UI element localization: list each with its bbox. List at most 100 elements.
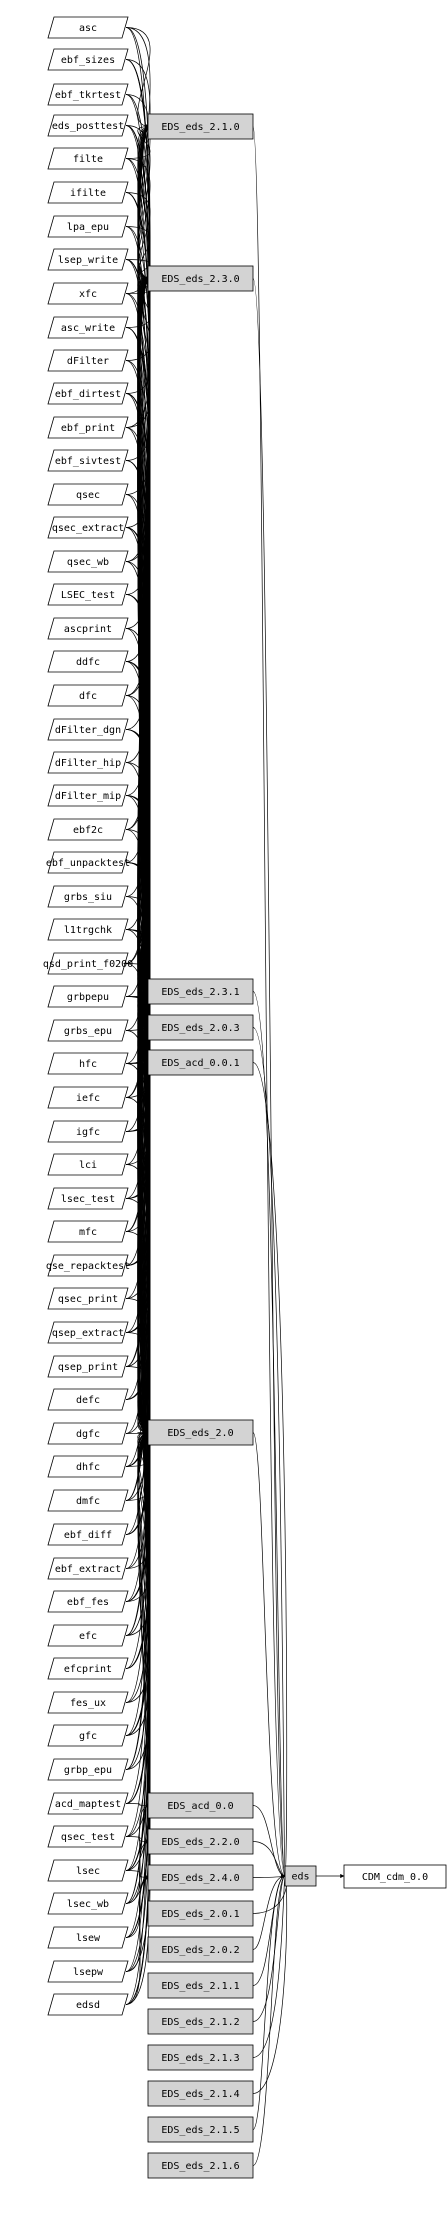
source-node-qsep_extract[interactable]: qsep_extract xyxy=(47,1321,129,1344)
source-node-dFilter[interactable]: dFilter xyxy=(47,349,129,372)
source-node-label: ebf_fes xyxy=(67,1597,109,1608)
source-node-filte[interactable]: filte xyxy=(47,147,129,170)
source-node-gfc[interactable]: gfc xyxy=(47,1724,129,1747)
package-node-EDS_eds_2.1.2[interactable]: EDS_eds_2.1.2 xyxy=(147,2008,254,2035)
source-node-label: dmfc xyxy=(76,1496,100,1507)
source-node-ebf_extract[interactable]: ebf_extract xyxy=(47,1557,129,1580)
source-node-dFilter_dgn[interactable]: dFilter_dgn xyxy=(47,718,129,741)
package-node-box xyxy=(147,2008,254,2035)
source-node-ebf_dirtest[interactable]: ebf_dirtest xyxy=(47,382,129,405)
source-node-grbpepu[interactable]: grbpepu xyxy=(47,985,129,1008)
source-node-dfc[interactable]: dfc xyxy=(47,684,129,707)
source-node-xfc[interactable]: xfc xyxy=(47,282,129,305)
source-node-qsec_test[interactable]: qsec_test xyxy=(47,1825,129,1848)
source-node-l1trgchk[interactable]: l1trgchk xyxy=(47,918,129,941)
package-node-EDS_eds_2.0.3[interactable]: EDS_eds_2.0.3 xyxy=(147,1014,254,1041)
source-node-lsec[interactable]: lsec xyxy=(47,1859,129,1882)
package-node-EDS_acd_0.0[interactable]: EDS_acd_0.0 xyxy=(147,1792,254,1819)
source-node-ebf_print[interactable]: ebf_print xyxy=(47,416,129,439)
source-node-qsec_print[interactable]: qsec_print xyxy=(47,1287,129,1310)
source-node-shape xyxy=(47,248,129,271)
source-node-defc[interactable]: defc xyxy=(47,1388,129,1411)
source-node-iefc[interactable]: iefc xyxy=(47,1086,129,1109)
source-node-shape xyxy=(47,1892,129,1915)
source-node-lsew[interactable]: lsew xyxy=(47,1926,129,1949)
source-node-mfc[interactable]: mfc xyxy=(47,1220,129,1243)
source-node-grbs_epu[interactable]: grbs_epu xyxy=(47,1019,129,1042)
source-node-qsec[interactable]: qsec xyxy=(47,483,129,506)
hub-node[interactable]: eds xyxy=(284,1865,317,1887)
source-node-acd_maptest[interactable]: acd_maptest xyxy=(47,1792,129,1815)
package-node-box xyxy=(147,1936,254,1963)
source-node-ebf_sivtest[interactable]: ebf_sivtest xyxy=(47,449,129,472)
package-node-EDS_eds_2.3.1[interactable]: EDS_eds_2.3.1 xyxy=(147,978,254,1005)
package-node-EDS_eds_2.1.3[interactable]: EDS_eds_2.1.3 xyxy=(147,2044,254,2071)
package-node-EDS_eds_2.3.0[interactable]: EDS_eds_2.3.0 xyxy=(147,265,254,292)
source-node-ebf_sizes[interactable]: ebf_sizes xyxy=(47,48,129,71)
source-node-qsec_extract[interactable]: qsec_extract xyxy=(47,516,129,539)
source-node-ebf2c[interactable]: ebf2c xyxy=(47,818,129,841)
target-node[interactable]: CDM_cdm_0.0 xyxy=(343,1864,447,1889)
hub-node-box xyxy=(284,1865,317,1887)
package-node-EDS_eds_2.1.0[interactable]: EDS_eds_2.1.0 xyxy=(147,113,254,140)
source-node-dFilter_hip[interactable]: dFilter_hip xyxy=(47,751,129,774)
source-node-efc[interactable]: efc xyxy=(47,1624,129,1647)
source-node-shape xyxy=(47,449,129,472)
package-node-EDS_eds_2.2.0[interactable]: EDS_eds_2.2.0 xyxy=(147,1828,254,1855)
source-node-dmfc[interactable]: dmfc xyxy=(47,1489,129,1512)
source-node-lci[interactable]: lci xyxy=(47,1153,129,1176)
source-node-ddfc[interactable]: ddfc xyxy=(47,650,129,673)
package-node-EDS_eds_2.4.0[interactable]: EDS_eds_2.4.0 xyxy=(147,1864,254,1891)
source-node-label: acd_maptest xyxy=(55,1799,121,1810)
source-node-lsec_wb[interactable]: lsec_wb xyxy=(47,1892,129,1915)
package-node-EDS_eds_2.0[interactable]: EDS_eds_2.0 xyxy=(147,1419,254,1446)
source-node-grbp_epu[interactable]: grbp_epu xyxy=(47,1758,129,1781)
source-node-dgfc[interactable]: dgfc xyxy=(47,1422,129,1445)
source-node-igfc[interactable]: igfc xyxy=(47,1120,129,1143)
source-node-qse_repacktest[interactable]: qse_repacktest xyxy=(46,1254,130,1277)
source-node-asc[interactable]: asc xyxy=(47,16,129,39)
package-node-EDS_acd_0.0.1[interactable]: EDS_acd_0.0.1 xyxy=(147,1049,254,1076)
source-node-qsep_print[interactable]: qsep_print xyxy=(47,1355,129,1378)
source-node-label: asc_write xyxy=(61,323,115,334)
source-node-eds_posttest[interactable]: eds_posttest xyxy=(47,114,129,137)
source-node-qsec_wb[interactable]: qsec_wb xyxy=(47,550,129,573)
source-node-dhfc[interactable]: dhfc xyxy=(47,1455,129,1478)
source-node-lsec_test[interactable]: lsec_test xyxy=(47,1187,129,1210)
package-node-label: EDS_eds_2.0.1 xyxy=(161,1909,239,1920)
source-node-label: dhfc xyxy=(76,1462,100,1473)
source-node-ebf_fes[interactable]: ebf_fes xyxy=(47,1590,129,1613)
source-node-asc_write[interactable]: asc_write xyxy=(47,316,129,339)
package-node-EDS_eds_2.0.1[interactable]: EDS_eds_2.0.1 xyxy=(147,1900,254,1927)
package-node-label: EDS_acd_0.0.1 xyxy=(161,1058,239,1069)
source-node-dFilter_mip[interactable]: dFilter_mip xyxy=(47,784,129,807)
source-node-ascprint[interactable]: ascprint xyxy=(47,617,129,640)
source-node-lsepw[interactable]: lsepw xyxy=(47,1960,129,1983)
source-node-LSEC_test[interactable]: LSEC_test xyxy=(47,583,129,606)
source-node-hfc[interactable]: hfc xyxy=(47,1052,129,1075)
source-node-shape xyxy=(47,516,129,539)
source-node-lpa_epu[interactable]: lpa_epu xyxy=(47,215,129,238)
package-node-EDS_eds_2.1.1[interactable]: EDS_eds_2.1.1 xyxy=(147,1972,254,1999)
dependency-edge xyxy=(252,1874,286,2058)
source-node-label: grbpepu xyxy=(67,992,109,1003)
source-node-label: ddfc xyxy=(76,657,100,668)
source-node-ebf_tkrtest[interactable]: ebf_tkrtest xyxy=(47,83,129,106)
source-node-ebf_unpacktest[interactable]: ebf_unpacktest xyxy=(46,851,130,874)
source-node-efcprint[interactable]: efcprint xyxy=(47,1657,129,1680)
source-node-label: qse_repacktest xyxy=(46,1261,130,1272)
source-node-label: ebf_extract xyxy=(55,1564,121,1575)
source-node-grbs_siu[interactable]: grbs_siu xyxy=(47,885,129,908)
package-node-EDS_eds_2.1.6[interactable]: EDS_eds_2.1.6 xyxy=(147,2152,254,2179)
source-node-ebf_diff[interactable]: ebf_diff xyxy=(47,1523,129,1546)
source-node-lsep_write[interactable]: lsep_write xyxy=(47,248,129,271)
package-node-EDS_eds_2.1.5[interactable]: EDS_eds_2.1.5 xyxy=(147,2116,254,2143)
package-node-EDS_eds_2.1.4[interactable]: EDS_eds_2.1.4 xyxy=(147,2080,254,2107)
package-node-EDS_eds_2.0.2[interactable]: EDS_eds_2.0.2 xyxy=(147,1936,254,1963)
source-node-fes_ux[interactable]: fes_ux xyxy=(47,1691,129,1714)
source-node-edsd[interactable]: edsd xyxy=(47,1993,129,2016)
source-node-label: lsepw xyxy=(73,1967,104,1978)
source-node-ifilte[interactable]: ifilte xyxy=(47,181,129,204)
source-node-qsd_print_f0200[interactable]: qsd_print_f0200 xyxy=(43,952,133,975)
